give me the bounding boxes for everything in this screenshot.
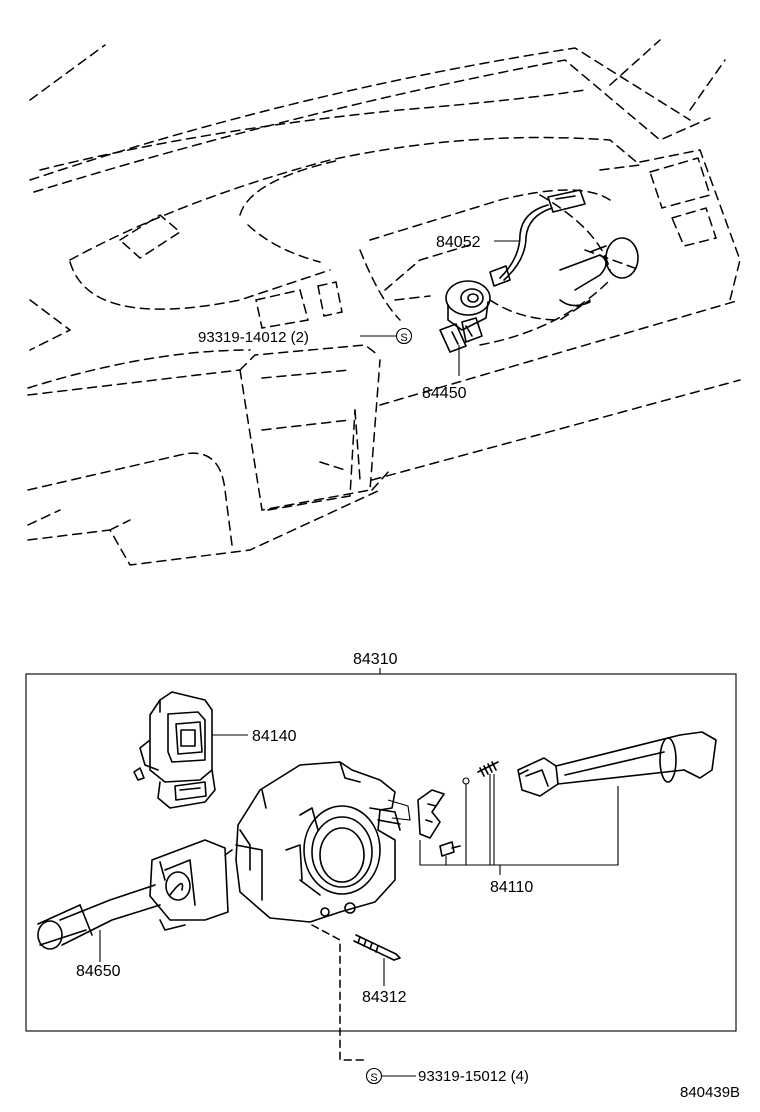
- label-93319-15012: 93319-15012 (4): [418, 1068, 529, 1085]
- label-93319-14012: 93319-14012 (2): [198, 329, 309, 346]
- screw-symbol-upper: S: [395, 327, 413, 345]
- hazard-switch: [133, 691, 216, 809]
- assembly-frame: [25, 673, 737, 1032]
- figure-id: 840439B: [680, 1084, 740, 1101]
- label-84110: 84110: [490, 879, 533, 896]
- leader-84110: [419, 774, 619, 875]
- antenna-cord: [489, 189, 586, 287]
- label-84140: 84140: [252, 728, 297, 745]
- leader-lines-upper: [360, 240, 520, 376]
- leader-93319-15012: [311, 924, 367, 1061]
- headlight-switch-lever: [37, 839, 233, 950]
- ignition-switch: [439, 280, 491, 353]
- steering-column: [559, 237, 639, 307]
- label-84052: 84052: [436, 234, 481, 251]
- body-tab: [387, 799, 411, 821]
- svg-text:S: S: [370, 1072, 377, 1084]
- svg-text:S: S: [400, 332, 407, 344]
- pin: [353, 934, 401, 961]
- wiper-switch-parts: [417, 731, 717, 857]
- label-84310: 84310: [353, 651, 398, 668]
- label-84650: 84650: [76, 963, 121, 980]
- label-84450: 84450: [422, 385, 467, 402]
- screw-symbol-lower: S: [365, 1067, 383, 1085]
- combination-switch-body: [235, 761, 401, 923]
- dashboard-outline: [27, 39, 741, 566]
- label-84312: 84312: [362, 989, 407, 1006]
